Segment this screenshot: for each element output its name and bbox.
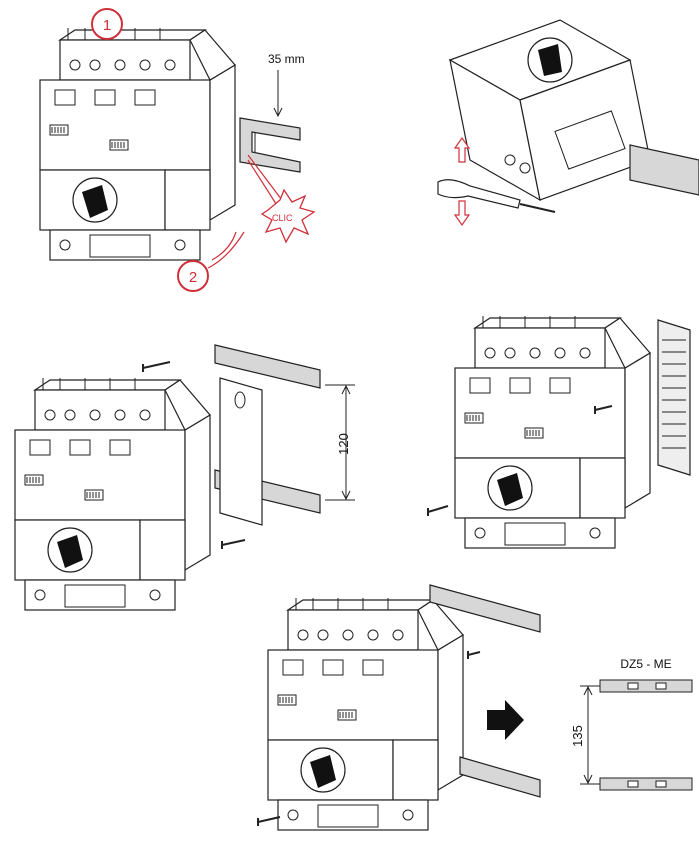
right-arrow-icon — [487, 700, 524, 740]
motor-starter-illustration — [454, 315, 651, 549]
mounting-plate — [219, 377, 263, 526]
panel-snap-on-rail: 35 mm CLIC 1 2 — [39, 8, 316, 292]
dimension-120-label: 120 — [336, 433, 351, 455]
panel-remove-from-rail — [437, 19, 699, 227]
motor-starter-illustration — [14, 377, 211, 611]
screw-icon — [594, 405, 613, 414]
step-1-marker: 1 — [91, 8, 123, 40]
din-rail-35mm — [239, 117, 301, 173]
clic-burst: CLIC — [247, 154, 316, 244]
panel-mounted-on-support — [427, 315, 691, 549]
din-rail-right — [629, 144, 699, 196]
screw-icon — [142, 361, 171, 372]
upper-rail — [214, 344, 321, 389]
motor-starter-illustration — [267, 597, 464, 831]
panel-dz5-me-rails: DZ5 - ME 135 — [257, 584, 693, 831]
up-down-arrow-icon — [453, 136, 471, 227]
step-2-arrow — [207, 231, 245, 269]
motor-starter-illustration — [39, 27, 236, 261]
step-1-number: 1 — [103, 17, 111, 34]
tilted-starter-illustration — [449, 19, 651, 201]
screw-icon — [427, 505, 449, 516]
dz5-rail-bottom — [599, 777, 693, 791]
rail-part-label: DZ5 - ME — [620, 657, 671, 671]
dimension-135: 135 — [570, 685, 600, 785]
step-2-number: 2 — [189, 269, 197, 286]
clic-label: CLIC — [272, 213, 293, 223]
perforated-support — [657, 319, 691, 476]
panel-mounting-plate-120: 120 — [14, 344, 355, 611]
screw-icon — [221, 539, 246, 549]
dimension-135-label: 135 — [570, 725, 585, 747]
screw-icon — [257, 816, 281, 826]
rail-width-arrowhead — [273, 107, 283, 118]
dz5-rail-top — [599, 679, 693, 693]
rail-width-label: 35 mm — [268, 52, 305, 66]
upper-rail — [429, 584, 541, 633]
step-2-marker: 2 — [177, 231, 245, 292]
dimension-120: 120 — [325, 384, 355, 501]
screw-icon — [467, 651, 481, 659]
screwdriver-icon — [437, 179, 556, 213]
lower-rail — [459, 756, 541, 798]
